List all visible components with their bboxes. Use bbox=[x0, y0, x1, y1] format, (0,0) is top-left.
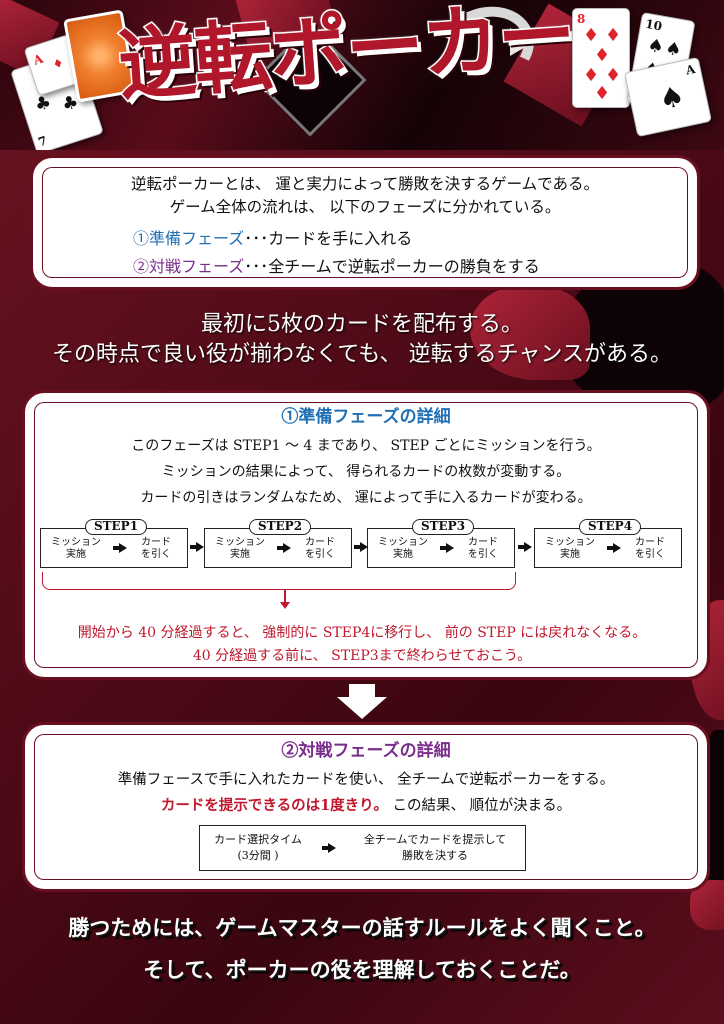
step-1-draw: カード を引く bbox=[141, 537, 171, 560]
battle-phase-title: ②対戦フェーズの詳細 bbox=[281, 741, 451, 761]
playing-card-8-diamonds: 8 ♦ ♦ ♦ ♦ ♦ ♦ bbox=[572, 8, 630, 108]
playing-card-ace-spades: A ♠ bbox=[623, 56, 713, 138]
step-1-label: STEP1 bbox=[85, 519, 147, 535]
arrow-down-icon bbox=[337, 697, 387, 719]
deal-note-line-1: 最初に5枚のカードを配布する。 bbox=[201, 312, 523, 337]
arrow-right-icon bbox=[440, 543, 454, 553]
phase-1-item: ①準備フェーズ･･･カードを手に入れる bbox=[133, 225, 685, 253]
step-flow: STEP1 ミッション 実施 カード を引く STEP2 ミッション 実施 カー… bbox=[40, 516, 700, 572]
intro-line-2: ゲーム全体の流れは、 以下のフェーズに分かれている。 bbox=[169, 198, 561, 216]
prep-phase-title: ①準備フェーズの詳細 bbox=[281, 407, 451, 427]
battle-line-1: 準備フェースで手に入れたカードを使い、 全チームで逆転ポーカーをする。 bbox=[117, 772, 615, 788]
page-title: 逆転ポーカー bbox=[114, 0, 578, 113]
arrow-head-icon bbox=[510, 28, 534, 56]
battle-flow-box: カード選択タイム (3分間 ) 全チームでカードを提示して 勝敗を決する bbox=[199, 825, 526, 871]
battle-line-2: カードを提示できるのは1度きり。 この結果、 順位が決まる。 bbox=[37, 793, 695, 819]
battle-phase-panel: ②対戦フェーズの詳細 準備フェースで手に入れたカードを使い、 全チームで逆転ポー… bbox=[22, 722, 710, 892]
step-4-draw: カード を引く bbox=[635, 537, 665, 560]
time-limit-warning-2: 40 分経過する前に、 STEP3まで終わらせておこう。 bbox=[192, 648, 532, 664]
ranking-note: この結果、 順位が決まる。 bbox=[387, 798, 572, 814]
title-banner: 7 ♣ ♣ A ♦ 逆転ポーカー 8 ♦ ♦ ♦ ♦ ♦ ♦ 10 ♠ ♠ ♠ … bbox=[0, 0, 724, 150]
bg-heart-shape bbox=[470, 285, 590, 380]
deal-note-line-2: その時点で良い役が揃わなくても、 逆転するチャンスがある。 bbox=[52, 342, 672, 367]
phase-1-desc: ･･･カードを手に入れる bbox=[244, 229, 413, 248]
step-2-draw: カード を引く bbox=[305, 537, 335, 560]
step-4-mission: ミッション 実施 bbox=[545, 537, 595, 560]
bracket-stem bbox=[284, 590, 286, 604]
arrow-right-icon bbox=[113, 543, 127, 553]
phase-2-item: ②対戦フェーズ･･･全チームで逆転ポーカーの勝負をする bbox=[133, 253, 685, 281]
intro-line-1: 逆転ポーカーとは、 運と実力によって勝敗を決するゲームである。 bbox=[130, 175, 600, 193]
step-2-label: STEP2 bbox=[249, 519, 311, 535]
footer-advice-1: 勝つためには、ゲームマスターの話すルールをよく聞くこと。 bbox=[68, 916, 656, 940]
one-time-reveal-note: カードを提示できるのは1度きり。 bbox=[160, 797, 388, 814]
prep-line-1: このフェーズは STEP1 ～ 4 まであり、 STEP ごとにミッションを行う… bbox=[131, 438, 601, 454]
step-2-box: STEP2 ミッション 実施 カード を引く bbox=[204, 519, 352, 568]
prep-line-3: カードの引きはランダムなため、 運によって手に入るカードが変わる。 bbox=[140, 490, 592, 506]
step-1-mission: ミッション 実施 bbox=[51, 537, 101, 560]
reveal-cards-step: 全チームでカードを提示して 勝敗を決する bbox=[363, 833, 507, 862]
arrow-right-icon bbox=[354, 542, 368, 552]
step-4-box: STEP4 ミッション 実施 カード を引く bbox=[534, 519, 682, 568]
footer-advice-2: そして、ポーカーの役を理解しておくことだ。 bbox=[143, 958, 581, 982]
arrow-right-icon bbox=[322, 843, 336, 853]
step-3-mission: ミッション 実施 bbox=[378, 537, 428, 560]
step-3-label: STEP3 bbox=[412, 519, 474, 535]
phase-1-name: ①準備フェーズ bbox=[133, 229, 245, 248]
card-select-time: カード選択タイム (3分間 ) bbox=[214, 833, 302, 862]
step-3-draw: カード を引く bbox=[468, 537, 498, 560]
step-3-box: STEP3 ミッション 実施 カード を引く bbox=[367, 519, 515, 568]
arrow-down-icon bbox=[280, 602, 290, 609]
arrow-right-icon bbox=[607, 543, 621, 553]
intro-panel: 逆転ポーカーとは、 運と実力によって勝敗を決するゲームである。 ゲーム全体の流れ… bbox=[30, 155, 700, 290]
phase-2-name: ②対戦フェーズ bbox=[133, 257, 245, 276]
arrow-right-icon bbox=[190, 542, 204, 552]
arrow-down-icon bbox=[349, 684, 375, 698]
arrow-right-icon bbox=[518, 542, 532, 552]
arrow-right-icon bbox=[277, 543, 291, 553]
phase-2-desc: ･･･全チームで逆転ポーカーの勝負をする bbox=[244, 257, 540, 276]
steps-1-3-bracket bbox=[42, 572, 516, 590]
step-1-box: STEP1 ミッション 実施 カード を引く bbox=[40, 519, 188, 568]
step-4-label: STEP4 bbox=[579, 519, 641, 535]
step-2-mission: ミッション 実施 bbox=[215, 537, 265, 560]
time-limit-warning-1: 開始から 40 分経過すると、 強制的に STEP4に移行し、 前の STEP … bbox=[77, 625, 647, 641]
prep-line-2: ミッションの結果によって、 得られるカードの枚数が変動する。 bbox=[161, 464, 571, 480]
